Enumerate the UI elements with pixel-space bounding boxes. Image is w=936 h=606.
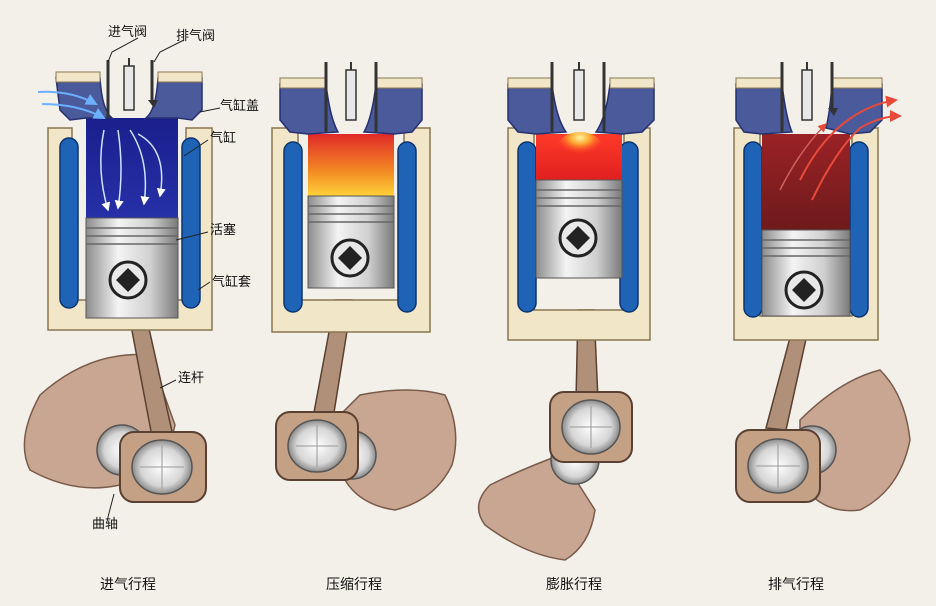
coolant-jacket-right [619,141,639,313]
cylinder-head [279,83,340,135]
exhaust-arrow [799,95,898,181]
coolant-jacket-right [397,141,417,313]
exhaust-gas [762,134,850,230]
compressed-charge [308,134,394,196]
crankshaft-web [799,369,911,512]
label-intake-valve: 进气阀 [108,25,148,40]
engine-compression [271,62,457,511]
spark-plug [573,69,585,121]
crankshaft-web [329,389,457,511]
label-crankshaft: 曲轴 [92,517,119,532]
piston [535,179,623,279]
ignition-spark [558,132,602,160]
spark-plug [123,65,135,111]
coolant-jacket-right [181,137,201,309]
coolant-jacket-left [517,141,537,313]
coolant-jacket-left [59,137,79,309]
coolant-jacket-left [743,141,763,318]
caption-power-stroke: 膨胀行程 [546,577,602,593]
caption-intake-stroke: 进气行程 [100,577,156,593]
label-cylinder: 气缸 [210,131,237,146]
label-cylinder-head: 气缸盖 [220,99,260,114]
label-connecting-rod: 连杆 [178,371,205,386]
connecting-rod [765,329,809,431]
engine-intake [23,58,213,503]
engine-exhaust [733,62,911,512]
spark-plug [801,69,813,121]
intake-arrow [37,90,98,105]
engine-power [477,62,655,561]
coolant-jacket-right [849,141,869,318]
cylinder-head [507,83,568,135]
coolant-jacket-left [283,141,303,313]
label-exhaust-valve: 排气阀 [176,29,216,44]
cylinder-head [735,83,794,135]
label-piston: 活塞 [210,223,237,238]
spark-plug [345,69,357,121]
caption-compression-stroke: 压缩行程 [326,577,382,593]
caption-exhaust-stroke: 排气行程 [768,577,824,593]
label-cylinder-liner: 气缸套 [212,275,252,290]
leader-lines [107,37,221,518]
